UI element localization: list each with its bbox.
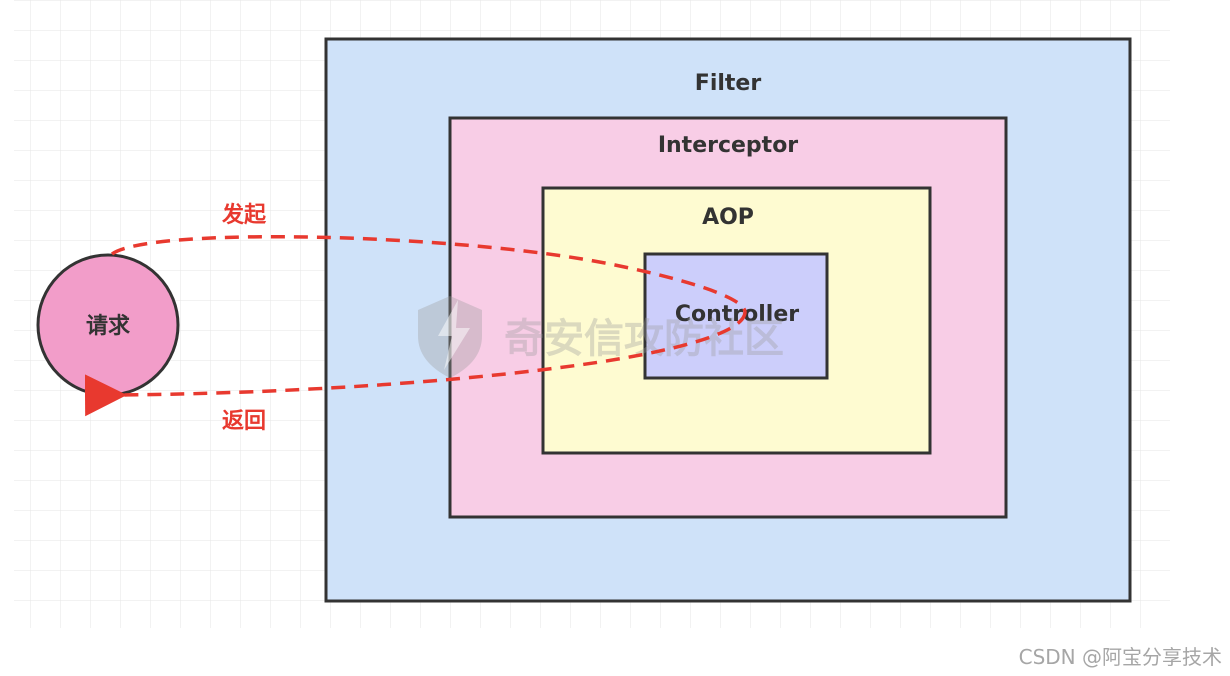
controller-layer: Controller: [643, 252, 829, 380]
watermark: 奇安信攻防社区: [418, 296, 784, 378]
watermark-text: 奇安信攻防社区: [504, 316, 784, 362]
interceptor-title: Interceptor: [658, 133, 798, 158]
request-flow: 发起 返回: [84, 202, 747, 434]
return-label: 返回: [222, 409, 266, 434]
controller-title: Controller: [675, 302, 799, 327]
watermark-bolt-icon: [438, 300, 470, 370]
request-label: 请求: [86, 313, 130, 339]
controller-box: [643, 252, 829, 380]
initiate-flow-line: [110, 234, 747, 313]
filter-title: Filter: [695, 71, 762, 96]
request-node: 请求: [36, 253, 180, 397]
return-flow-line: [84, 311, 747, 417]
aop-layer: AOP: [541, 186, 932, 455]
watermark-shield-icon: [418, 296, 482, 378]
aop-title: AOP: [702, 205, 754, 230]
csdn-credit: CSDN @阿宝分享技术: [1018, 645, 1222, 669]
initiate-label: 发起: [221, 202, 267, 228]
